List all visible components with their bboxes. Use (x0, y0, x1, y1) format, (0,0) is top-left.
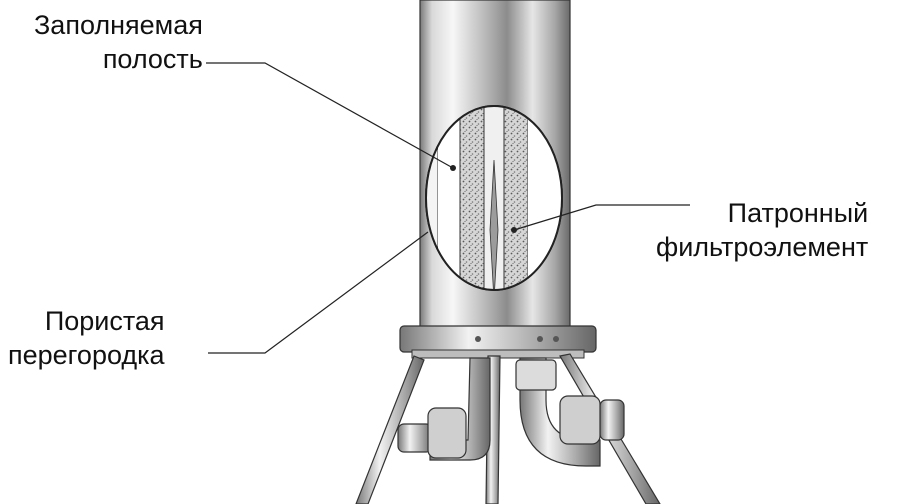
leader-cartridge (513, 204, 690, 231)
label-filling-cavity-line1: Заполняемая (34, 10, 203, 40)
label-porous-wall-line1: Пористая (44, 306, 165, 336)
leader-lines (206, 62, 690, 354)
label-porous-wall: Пористая перегородка (8, 304, 165, 372)
label-cartridge-filter: Патронный фильтроэлемент (656, 196, 868, 264)
label-filling-cavity-line2: полость (102, 44, 203, 74)
leader-cavity (206, 62, 454, 169)
base-flange (399, 325, 597, 359)
label-porous-wall-line2: перегородка (8, 340, 165, 370)
label-cartridge-filter-line2: фильтроэлемент (656, 232, 869, 262)
label-filling-cavity: Заполняемая полость (34, 8, 203, 76)
label-cartridge-filter-line1: Патронный (727, 198, 869, 228)
outlet-pipes (397, 357, 625, 467)
cutaway-window (425, 105, 563, 291)
leader-porous (208, 231, 429, 354)
